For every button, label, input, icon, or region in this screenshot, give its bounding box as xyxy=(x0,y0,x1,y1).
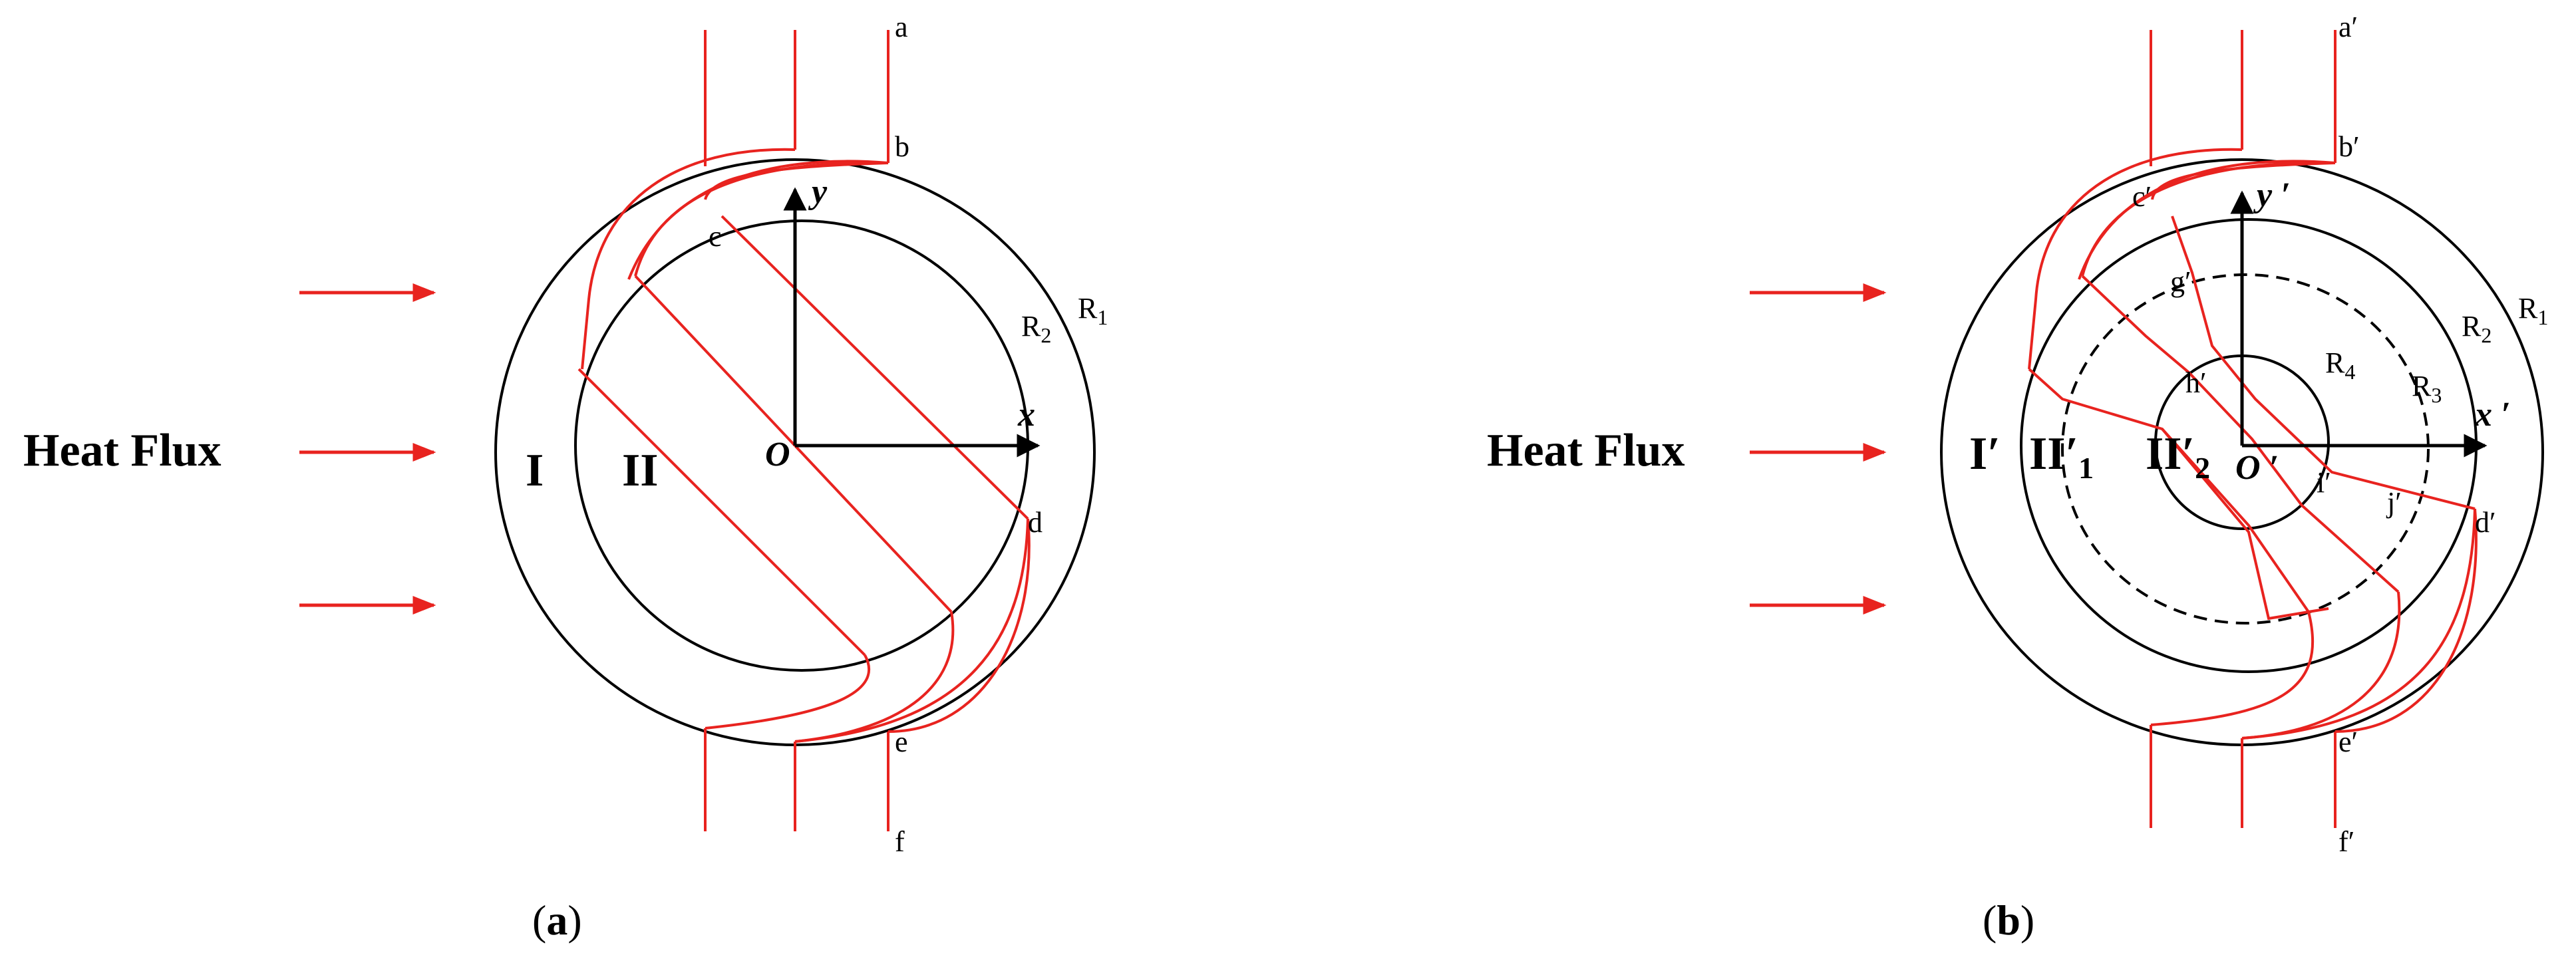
flow-curve xyxy=(2241,508,2476,740)
x-axis-label-a: x xyxy=(1017,396,1035,434)
point-f: f xyxy=(895,825,905,858)
flow-diagonal xyxy=(2081,275,2400,593)
flow-curve xyxy=(634,161,889,277)
point-c-prime: c′ xyxy=(2132,180,2152,213)
y-axis-label-a: y xyxy=(808,173,828,211)
flow-curve xyxy=(2150,611,2315,726)
axes-b xyxy=(2230,190,2488,458)
panel-a: Heat Flux xyxy=(23,11,1108,944)
point-f-prime: f′ xyxy=(2338,825,2354,858)
flow-curve xyxy=(2334,508,2478,733)
point-e-prime: e′ xyxy=(2338,726,2358,758)
flow-curve xyxy=(2081,161,2336,277)
point-i-prime: i′ xyxy=(2317,466,2331,499)
flow-curve xyxy=(887,518,1031,733)
flow-lines-b xyxy=(2028,30,2478,828)
point-b-prime: b′ xyxy=(2338,130,2360,163)
point-e: e xyxy=(895,726,908,758)
flow-curve xyxy=(705,654,870,730)
flow-diagonal xyxy=(577,368,866,656)
radius-label-r1-b: R1 xyxy=(2518,292,2548,329)
point-g-prime: g′ xyxy=(2170,265,2191,298)
flow-curve xyxy=(2028,148,2243,370)
point-j-prime: j′ xyxy=(2386,486,2402,519)
caption-b: (b) xyxy=(1983,897,2034,944)
flow-curve xyxy=(794,518,1029,743)
point-a: a xyxy=(895,11,908,43)
radius-label-r2-b: R2 xyxy=(2462,310,2492,347)
axes-a xyxy=(783,187,1041,458)
heat-flux-arrows-b xyxy=(1750,283,1887,615)
radius-label-r3-b: R3 xyxy=(2412,370,2442,407)
point-d: d xyxy=(1028,506,1043,539)
zone-label-II: II xyxy=(622,445,658,496)
point-b: b xyxy=(895,130,909,163)
zone-label-II2-prime: II′2 xyxy=(2146,428,2210,485)
origin-label-a: O xyxy=(765,436,790,474)
point-h-prime: h′ xyxy=(2185,366,2207,399)
heat-flux-label-a: Heat Flux xyxy=(23,425,221,476)
flow-diagonal xyxy=(2171,215,2476,510)
origin-label-b: O ′ xyxy=(2235,449,2279,487)
caption-a: (a) xyxy=(532,897,582,944)
zone-label-I: I xyxy=(526,445,544,496)
flow-curve xyxy=(581,148,796,370)
panel-b: Heat Flux xyxy=(1487,11,2548,944)
flow-lines-a xyxy=(577,30,1031,831)
y-axis-label-b: y ′ xyxy=(2253,176,2291,214)
zone-label-I-prime: I′ xyxy=(1969,428,2001,480)
flow-diagonal xyxy=(2161,428,2329,621)
flow-diagonal xyxy=(721,215,1029,520)
x-axis-label-b: x ′ xyxy=(2474,396,2511,434)
radius-label-r2: R2 xyxy=(1021,310,1051,347)
heat-flux-arrows-a xyxy=(299,283,436,615)
point-d-prime: d′ xyxy=(2475,506,2496,539)
point-a-prime: a′ xyxy=(2338,11,2358,43)
zone-label-II1-prime: II′1 xyxy=(2029,428,2094,485)
flow-curve xyxy=(2241,591,2401,740)
radius-label-r1: R1 xyxy=(1078,292,1108,329)
dashed-circle-r3-b xyxy=(2061,273,2430,624)
point-c: c xyxy=(709,220,722,253)
heat-flux-label-b: Heat Flux xyxy=(1487,425,1685,476)
radius-label-r4-b: R4 xyxy=(2325,346,2355,384)
